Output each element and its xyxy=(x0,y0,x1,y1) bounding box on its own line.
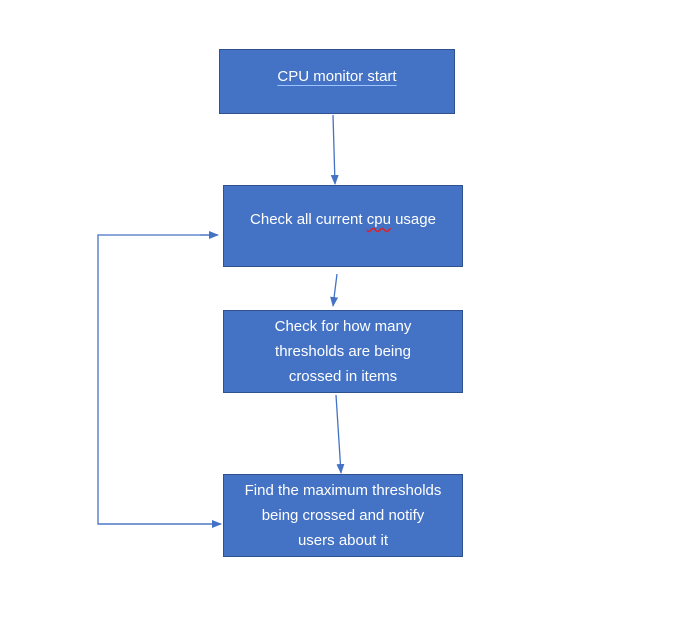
edge-thresholds-to-notify xyxy=(335,394,345,474)
node-label: CPU monitor start xyxy=(277,68,397,85)
node-label: Find the maximum thresholds being crosse… xyxy=(244,482,442,549)
edge-start-to-check-usage xyxy=(330,114,339,185)
node-label-part: Check all current xyxy=(250,211,367,228)
node-cpu-monitor-start: CPU monitor start xyxy=(219,49,455,114)
node-label: Check all current cpu usage xyxy=(250,207,436,232)
node-check-thresholds-crossed: Check for how many thresholds are being … xyxy=(223,310,463,393)
edge-loop-back-notify-to-check-usage xyxy=(97,234,221,525)
node-label: Check for how many thresholds are being … xyxy=(274,318,412,385)
spellcheck-flagged-word: cpu xyxy=(366,211,391,228)
node-check-current-cpu-usage: Check all current cpu usage xyxy=(223,185,463,267)
node-label-part: usage xyxy=(390,211,436,228)
edge-check-usage-to-thresholds xyxy=(330,273,339,307)
node-find-max-thresholds-notify: Find the maximum thresholds being crosse… xyxy=(223,474,463,557)
